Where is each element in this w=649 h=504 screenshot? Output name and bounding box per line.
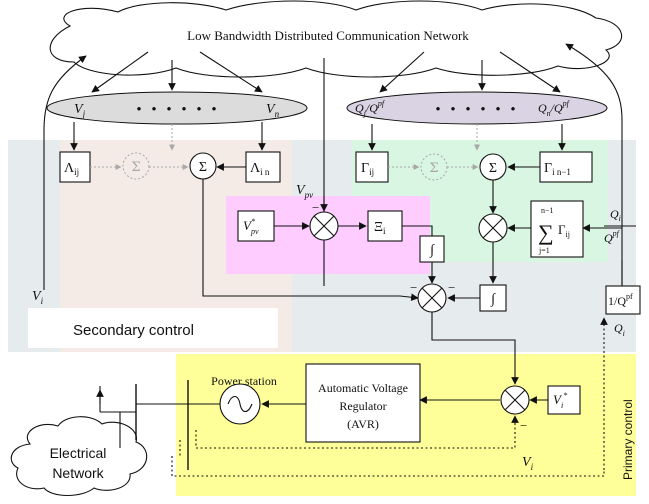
- svg-text:j=1: j=1: [538, 246, 550, 255]
- svg-text:Λi n: Λi n: [250, 161, 270, 177]
- multiplier-pink: [309, 211, 339, 241]
- svg-text:Vi*: Vi*: [553, 391, 567, 410]
- svg-text:Vpv: Vpv: [296, 183, 313, 200]
- svg-text:Λij: Λij: [64, 161, 79, 177]
- primary-control-label: Primary control: [621, 399, 635, 480]
- svg-text:Qi: Qi: [610, 207, 621, 223]
- secondary-label-box: [28, 308, 278, 348]
- xi-block: Ξi: [367, 210, 403, 242]
- generator-icon: [219, 383, 261, 425]
- svg-text:Σ: Σ: [199, 160, 207, 175]
- network-title: Low Bandwidth Distributed Communication …: [187, 28, 469, 43]
- power-station-label: Power station: [211, 374, 277, 388]
- svg-text:Ξi: Ξi: [374, 220, 386, 236]
- lambda-ij-block: Λij: [59, 151, 91, 183]
- multiplier-right: [478, 213, 508, 243]
- svg-text:(AVR): (AVR): [347, 417, 379, 431]
- svg-text:Γij: Γij: [558, 222, 570, 239]
- svg-text:• • • • • •: • • • • • •: [136, 102, 219, 118]
- svg-text:Vj: Vj: [74, 102, 86, 119]
- gamma-ij-block: Γij: [355, 151, 389, 183]
- svg-text:Σ: Σ: [429, 161, 438, 176]
- svg-text:Qpf: Qpf: [604, 229, 621, 245]
- electrical-network-cloud: [10, 416, 148, 497]
- svg-text:Vn: Vn: [266, 102, 280, 119]
- gamma-in1-block: Γi n−1: [539, 151, 593, 183]
- svg-text:V*pv: V*pv: [243, 217, 259, 236]
- integrator-pink: ∫: [419, 235, 445, 263]
- svg-text:• • • • • •: • • • • • •: [435, 102, 518, 118]
- svg-text:∫: ∫: [490, 292, 496, 307]
- svg-text:Automatic Voltage: Automatic Voltage: [318, 381, 408, 395]
- svg-text:Qi: Qi: [614, 321, 625, 338]
- svg-text:Vi: Vi: [32, 289, 44, 306]
- svg-text:∑: ∑: [538, 220, 554, 245]
- svg-text:Network: Network: [52, 465, 104, 481]
- svg-text:Vi: Vi: [522, 455, 534, 472]
- svg-text:Regulator: Regulator: [339, 399, 386, 413]
- svg-text:Electrical: Electrical: [50, 445, 107, 461]
- avr-block: Automatic Voltage Regulator (AVR): [305, 363, 421, 443]
- svg-text:1/Qpf: 1/Qpf: [608, 292, 633, 308]
- sum-right: Σ: [479, 153, 507, 181]
- svg-text:−: −: [448, 280, 455, 295]
- svg-text:∫: ∫: [429, 243, 435, 258]
- svg-text:Qj/Qpf: Qj/Qpf: [355, 99, 386, 118]
- qi-over-qipf-label: Qi Qpf: [604, 207, 636, 245]
- svg-text:−: −: [520, 418, 527, 433]
- svg-text:n−1: n−1: [541, 206, 554, 215]
- secondary-control-label: Secondary control: [73, 322, 194, 339]
- multiplier-avr: [500, 385, 530, 415]
- multiplier-central: [417, 283, 447, 313]
- inverse-qpf-block: 1/Qpf: [605, 285, 641, 315]
- integrator-right: ∫: [479, 284, 507, 312]
- summation-gamma-block: n−1 ∑ j=1 Γij: [530, 200, 584, 258]
- vpv-ref-block: V*pv: [237, 210, 275, 242]
- svg-text:Σ: Σ: [489, 161, 497, 176]
- vi-ref-block: Vi*: [547, 385, 581, 415]
- communication-cloud: [49, 0, 623, 78]
- sum-left: Σ: [189, 152, 217, 180]
- svg-text:Γij: Γij: [361, 161, 374, 177]
- svg-text:Σ: Σ: [131, 160, 140, 175]
- svg-text:Γi n−1: Γi n−1: [544, 161, 571, 177]
- svg-text:Qn/Qpf: Qn/Qpf: [538, 99, 571, 118]
- reactive-power-ellipse: Qj/Qpf • • • • • • Qn/Qpf: [346, 91, 608, 125]
- bus-bars: [96, 380, 189, 470]
- lambda-in-block: Λi n: [245, 151, 281, 183]
- svg-text:−: −: [312, 200, 319, 215]
- sum-grey-left: Σ: [122, 152, 150, 180]
- voltage-ellipse: Vj • • • • • • Vn: [46, 91, 308, 125]
- svg-text:−: −: [410, 280, 417, 295]
